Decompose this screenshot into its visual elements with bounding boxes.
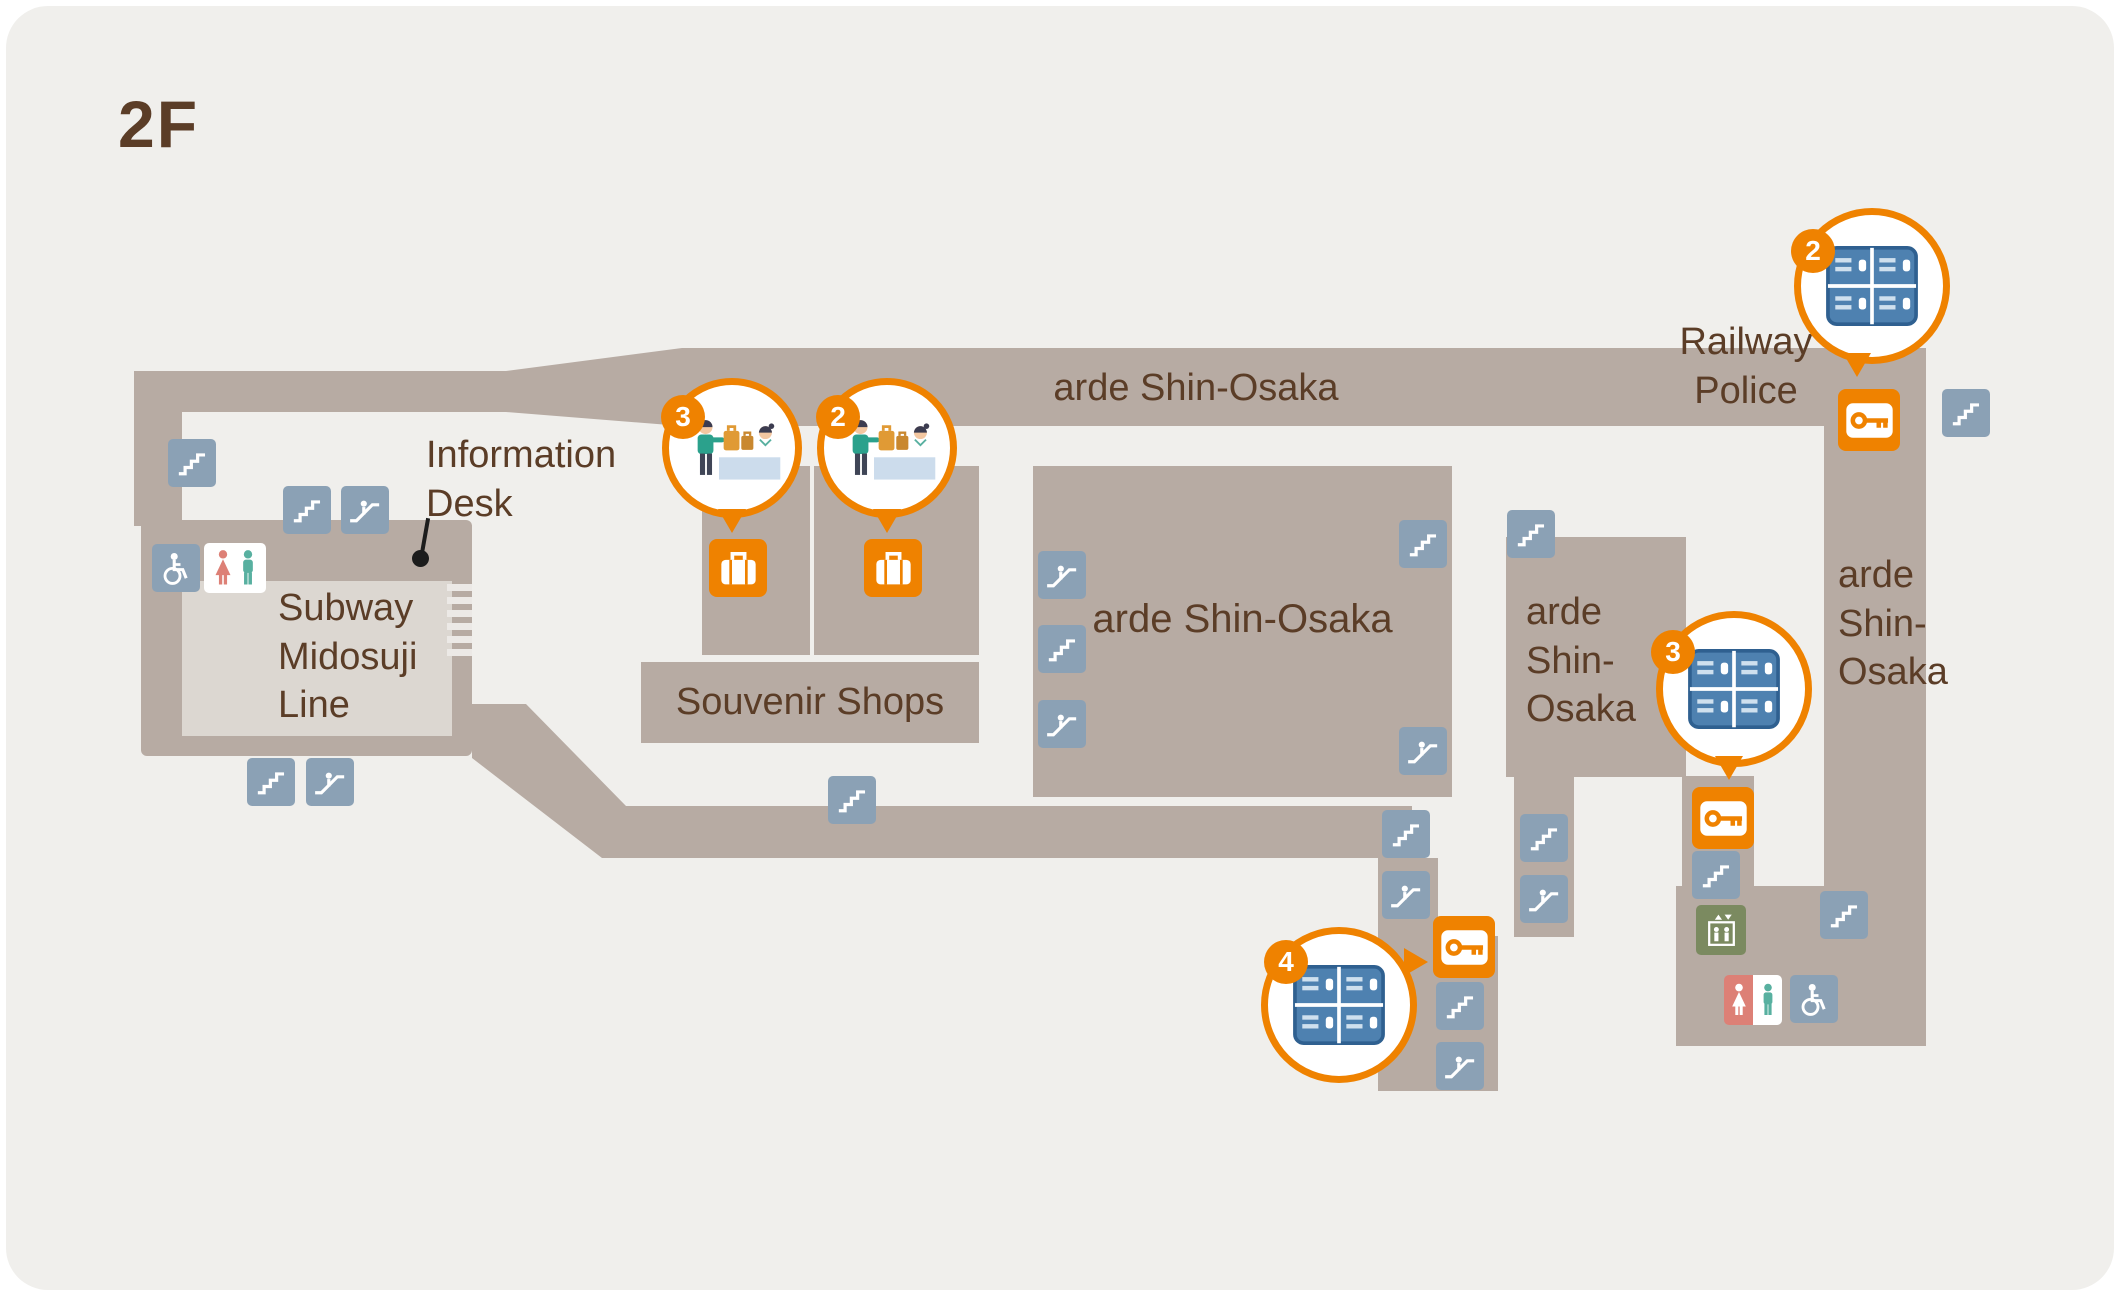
coin-lockers-callout: 3 <box>1651 611 1812 780</box>
coin-lockers-callout: 2 <box>1791 208 1950 377</box>
baggage-counter-callout: 2 <box>816 378 957 533</box>
coin-locker-key-icon <box>1692 787 1754 849</box>
escalator-icon <box>306 758 354 806</box>
male-restroom-icon <box>1753 975 1782 1025</box>
baggage-counter-callout: 3 <box>661 378 802 533</box>
escalator-icon <box>1382 871 1430 919</box>
arde-top-band-label: arde Shin-Osaka <box>1053 367 1339 409</box>
callout-number-badge: 3 <box>1651 630 1695 674</box>
arde-right-corridor-label: arde Shin- Osaka <box>1838 554 1948 694</box>
subway-midosuji-label: Subway Midosuji Line <box>278 587 418 727</box>
coin-lockers-icon <box>1687 642 1781 736</box>
callout-pointer <box>873 509 901 533</box>
callout-number-badge: 3 <box>661 395 705 439</box>
arde-central-label: arde Shin-Osaka <box>1092 597 1393 641</box>
floor-label: 2F <box>118 87 200 161</box>
callout-pointer <box>1404 948 1428 976</box>
stairs-icon <box>1399 520 1447 568</box>
female-figure-icon <box>212 549 234 587</box>
stairs-icon <box>247 758 295 806</box>
stairs-icon <box>1820 891 1868 939</box>
souvenir-shops-box <box>641 662 979 743</box>
stairs-icon <box>1382 810 1430 858</box>
corridor-top-band <box>134 348 1926 426</box>
male-figure-icon <box>237 549 259 587</box>
baggage-storage-icon <box>709 539 767 597</box>
corridor-lower-band <box>472 704 1412 858</box>
souvenir-shops-label: Souvenir Shops <box>675 681 945 724</box>
arde-central-block <box>1033 466 1452 797</box>
arde-right-block-label: arde Shin- Osaka <box>1526 591 1636 731</box>
coin-lockers-icon <box>1825 239 1919 333</box>
stairs-icon <box>1942 389 1990 437</box>
callout-number-badge: 2 <box>816 395 860 439</box>
stairs-icon <box>1038 625 1086 673</box>
stairs-icon <box>1520 814 1568 862</box>
coin-lockers-icon <box>1292 958 1386 1052</box>
callout-number-badge: 4 <box>1264 940 1308 984</box>
elevator-icon <box>1696 905 1746 955</box>
wheelchair-accessible-icon <box>1790 975 1838 1023</box>
stairs-icon <box>828 776 876 824</box>
stairs-icon <box>1507 510 1555 558</box>
information-desk-label: Information Desk <box>426 434 617 525</box>
coin-lockers-callout: 4 <box>1261 927 1428 1083</box>
railway-police-label: Railway Police <box>1679 321 1813 412</box>
escalator-icon <box>1436 1042 1484 1090</box>
female-restroom-icon <box>1724 975 1753 1025</box>
escalator-icon <box>1038 551 1086 599</box>
floor-map-card: 2F Information Desk Subway Midosuji Line… <box>6 6 2114 1290</box>
callout-number-badge: 2 <box>1791 229 1835 273</box>
stairs-hatch <box>447 584 472 656</box>
callout-pointer <box>1843 353 1871 377</box>
stairs-icon <box>168 439 216 487</box>
stairs-icon <box>1692 851 1740 899</box>
callout-pointer <box>718 509 746 533</box>
baggage-storage-icon <box>864 539 922 597</box>
escalator-icon <box>341 486 389 534</box>
restroom-icon <box>204 543 266 593</box>
stairs-icon <box>1436 982 1484 1030</box>
coin-locker-key-icon <box>1838 389 1900 451</box>
subway-inner-area <box>182 581 452 736</box>
stairs-icon <box>283 486 331 534</box>
escalator-icon <box>1520 875 1568 923</box>
restroom-icon <box>1724 975 1782 1025</box>
information-desk-pin-dot <box>412 550 429 567</box>
wheelchair-accessible-icon <box>152 544 200 592</box>
escalator-icon <box>1038 700 1086 748</box>
callout-pointer <box>1715 756 1743 780</box>
coin-locker-key-icon <box>1433 916 1495 978</box>
escalator-icon <box>1399 727 1447 775</box>
